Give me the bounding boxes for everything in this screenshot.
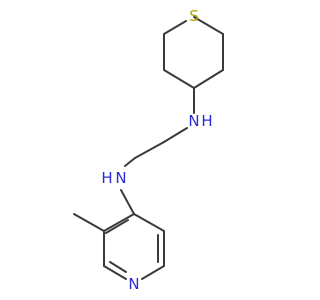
molecule-diagram: S N H N H N (73, 7, 224, 293)
sulfur-atom-label: S (189, 7, 199, 25)
bond-c5-s (163, 20, 187, 35)
bond-c4-c5py-inner (105, 219, 129, 234)
amine-n2-label: N (115, 169, 126, 187)
pyridine-n-label: N (128, 275, 139, 293)
amine-h1-label: H (201, 112, 212, 130)
bond-c6-npy-inner (109, 261, 127, 273)
bond-n2-pyridine (120, 189, 135, 215)
bond-n1-ch2a (163, 127, 188, 143)
bond-s-c1 (193, 16, 224, 35)
bond-c3-c4 (163, 69, 195, 89)
bond-c3py-c4 (133, 213, 165, 232)
bond-c4-c5py (103, 213, 135, 232)
amine-h2-label: H (101, 169, 112, 187)
amine-n1-label: N (188, 112, 199, 130)
bond-c2-c3 (193, 69, 224, 89)
thiane-ring (163, 16, 224, 89)
ethylenediamine-linker (120, 87, 195, 215)
bond-c5py-methyl (73, 213, 105, 232)
pyridine-ring (73, 213, 165, 280)
bond-ch2a-ch2b (134, 141, 165, 159)
bond-c6-npy (103, 265, 127, 280)
bond-npy-c2 (141, 265, 165, 280)
bond-ch2b-n2 (124, 157, 136, 167)
